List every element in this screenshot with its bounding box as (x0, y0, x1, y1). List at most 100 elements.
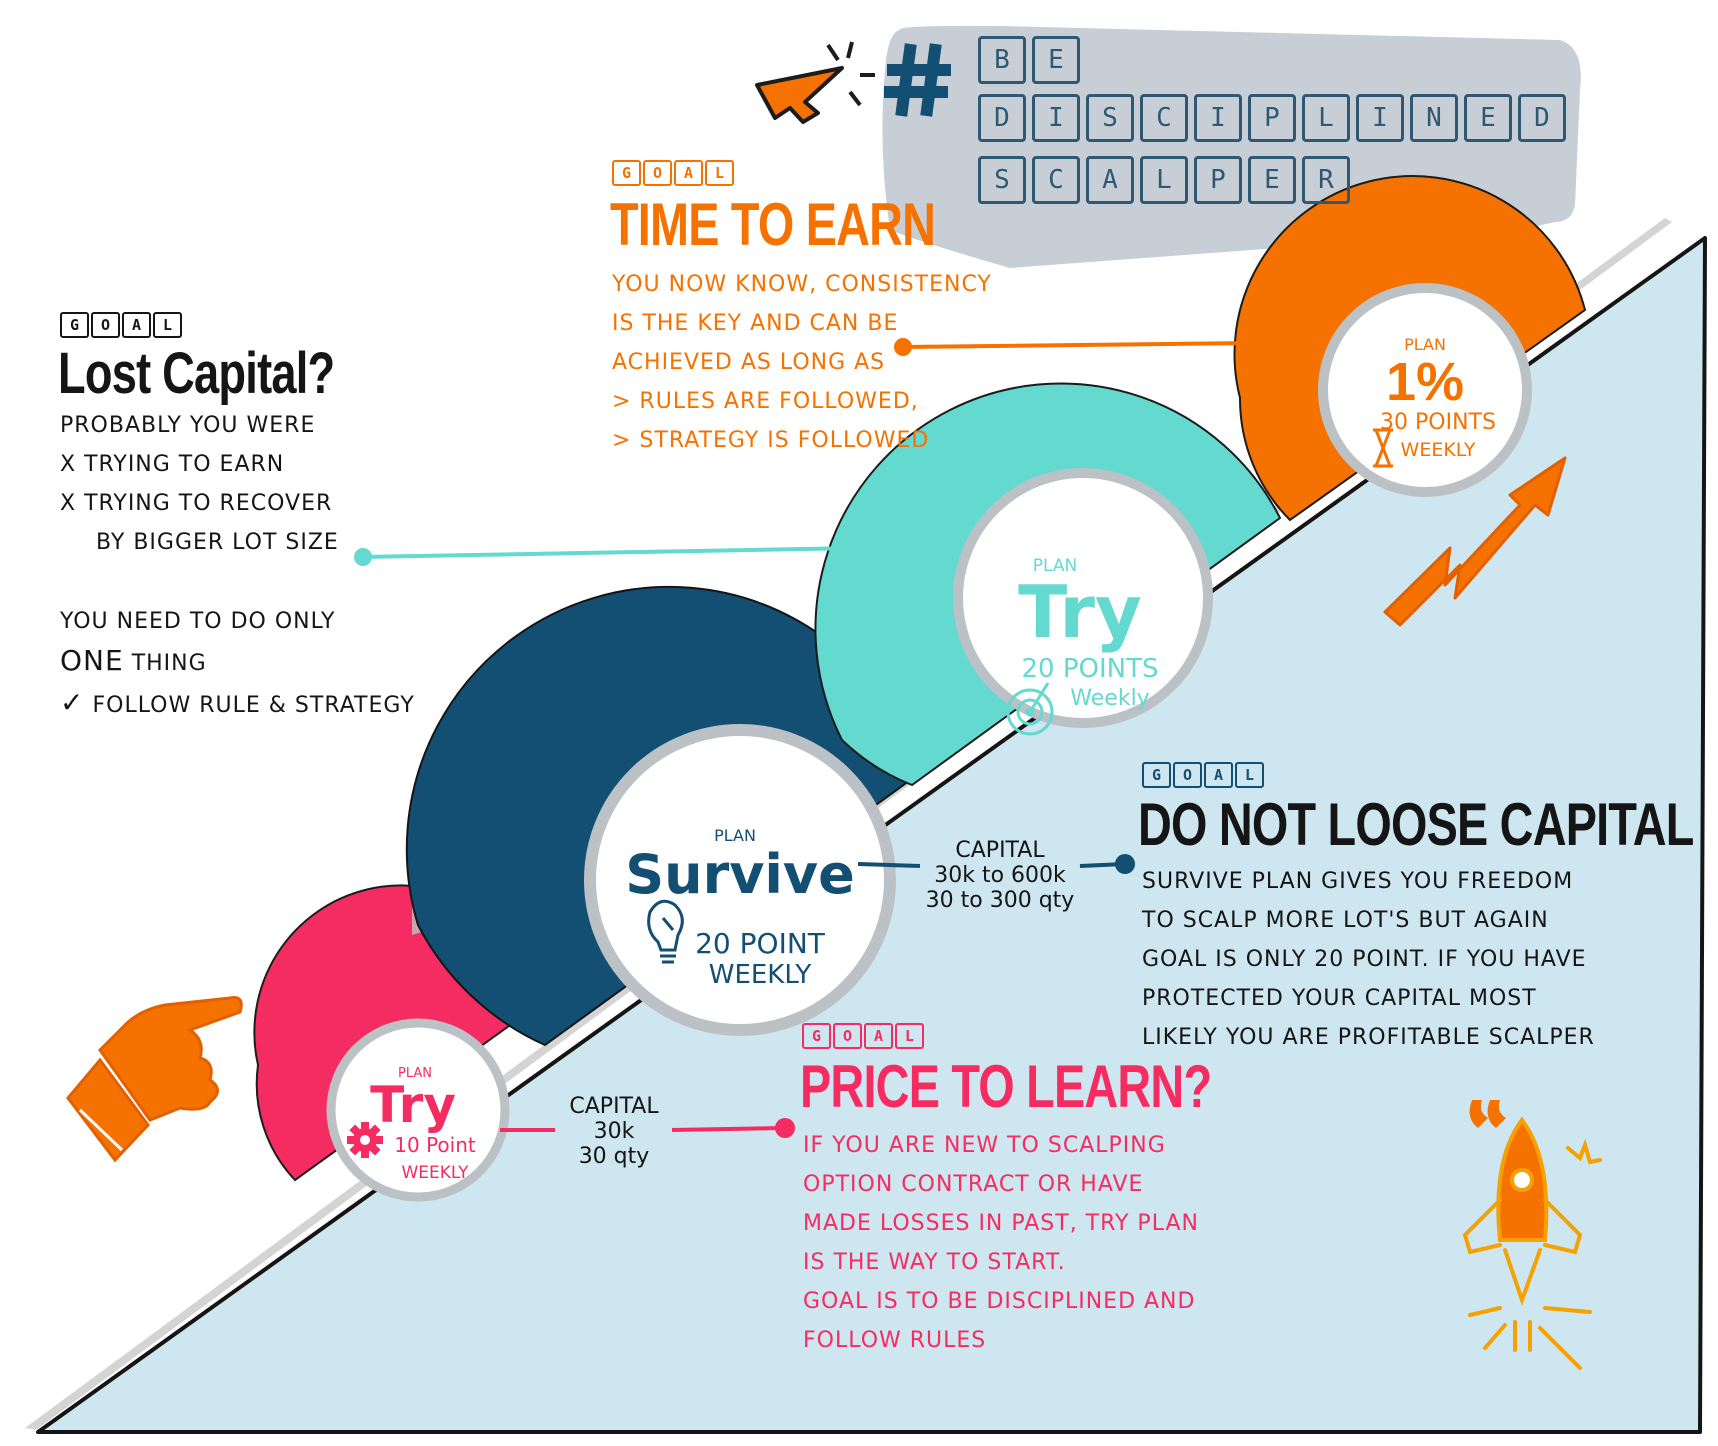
circle-try-mid (953, 468, 1213, 728)
body-line: MADE LOSSES IN PAST, TRY PLAN (803, 1211, 1199, 1236)
hash-icon (884, 43, 951, 117)
letter-box: N (1410, 94, 1458, 142)
plan-label: PLAN (714, 826, 756, 845)
body-line: FOLLOW RULES (803, 1328, 987, 1353)
plan-period: WEEKLY (1400, 439, 1476, 461)
letter-box: C (1032, 156, 1080, 204)
connector-dot (354, 548, 372, 566)
hourglass-icon (1373, 428, 1393, 468)
tag-letter: O (643, 160, 672, 186)
time-to-earn-title: TIME TO EARN (610, 191, 936, 258)
body-line: X TRYING TO EARN (60, 452, 285, 477)
letter-box: L (1302, 94, 1350, 142)
price-to-learn-body: IF YOU ARE NEW TO SCALPING OPTION CONTRA… (803, 1126, 1199, 1360)
letter-box: I (1194, 94, 1242, 142)
target-icon (1006, 682, 1054, 736)
header-word-scalper: S C A L P E R (978, 156, 1350, 204)
plan-name: Try (1018, 570, 1142, 654)
letter-box: P (1194, 156, 1242, 204)
connector-dot (775, 1118, 795, 1138)
pointing-hand-icon (66, 996, 243, 1163)
plan-period: Weekly (1070, 686, 1150, 711)
letter-box: S (978, 156, 1026, 204)
body-line: YOU NEED TO DO ONLY (60, 609, 336, 634)
letter-box: E (1464, 94, 1512, 142)
thing-word: THING (131, 651, 207, 676)
capital-label: CAPITAL (569, 1094, 659, 1119)
header-word-be: B E (978, 36, 1080, 84)
lost-capital-body: PROBABLY YOU WERE X TRYING TO EARN X TRY… (60, 406, 339, 562)
tag-letter: G (802, 1023, 831, 1049)
survive-capital-info: CAPITAL 30k to 600k 30 to 300 qty (905, 838, 1095, 913)
letter-box: I (1356, 94, 1404, 142)
capital-qty: 30 qty (578, 1144, 650, 1169)
tag-letter: O (1173, 762, 1202, 788)
body-line: ACHIEVED AS LONG AS (612, 350, 886, 375)
circle-one-percent (1318, 283, 1532, 497)
connector-try-right (671, 1126, 786, 1132)
plan-points: 10 Point (394, 1133, 476, 1157)
tag-letter: G (1142, 762, 1171, 788)
letter-box: B (978, 36, 1026, 84)
letter-box: I (1032, 94, 1080, 142)
body-line: PROTECTED YOUR CAPITAL MOST (1142, 986, 1537, 1011)
letter-box: E (1032, 36, 1080, 84)
connector-dot (894, 338, 912, 356)
letter-box: D (1518, 94, 1566, 142)
body-line: IS THE KEY AND CAN BE (612, 311, 899, 336)
body-line: GOAL IS ONLY 20 POINT. IF YOU HAVE (1142, 947, 1587, 972)
capital-amount: 30k (593, 1119, 635, 1144)
zigzag-arrow-icon (1383, 456, 1567, 627)
letter-box: L (1140, 156, 1188, 204)
plan-try-small: PLAN Try 10 Point WEEKLY (340, 1066, 500, 1183)
tag-letter: G (612, 160, 641, 186)
plan-label: PLAN (1404, 335, 1446, 354)
capital-amount: 30k to 600k (934, 863, 1066, 888)
tag-letter: O (91, 312, 120, 338)
letter-box: P (1248, 94, 1296, 142)
body-line: SURVIVE PLAN GIVES YOU FREEDOM (1142, 869, 1574, 894)
connector-time-to-earn (902, 341, 1253, 349)
quote-icon (1469, 1100, 1506, 1128)
body-line: YOU NOW KNOW, CONSISTENCY (612, 272, 992, 297)
tag-letter: G (60, 312, 89, 338)
body-line: IS THE WAY TO START. (803, 1250, 1066, 1275)
plan-name: 1% (1385, 352, 1465, 412)
tag-letter: L (1235, 762, 1264, 788)
letter-box: C (1140, 94, 1188, 142)
tag-letter: A (122, 312, 151, 338)
connector-lost-capital (362, 546, 861, 559)
body-line: LIKELY YOU ARE PROFITABLE SCALPER (1142, 1025, 1595, 1050)
goal-tag-price-to-learn: G O A L (802, 1023, 924, 1049)
letter-box: E (1248, 156, 1296, 204)
letter-box: A (1086, 156, 1134, 204)
header-word-disciplined: D I S C I P L I N E D (978, 94, 1566, 142)
body-line: ✓ FOLLOW RULE & STRATEGY (60, 683, 415, 725)
capital-qty: 30 to 300 qty (925, 888, 1075, 913)
tag-letter: L (153, 312, 182, 338)
tag-letter: A (1204, 762, 1233, 788)
connector-survive-left (857, 862, 921, 868)
follow-line: FOLLOW RULE & STRATEGY (92, 693, 415, 718)
plan-survive: PLAN Survive 20 POINT WEEKLY (590, 826, 890, 990)
letter-box: D (978, 94, 1026, 142)
connector-dot (1115, 854, 1135, 874)
check-icon: ✓ (60, 686, 85, 719)
plan-period: WEEKLY (708, 960, 812, 990)
body-line: TO SCALP MORE LOT'S BUT AGAIN (1142, 908, 1549, 933)
body-line: PROBABLY YOU WERE (60, 413, 316, 438)
plan-points: 20 POINTS (1021, 654, 1159, 684)
goal-tag-do-not-loose: G O A L (1142, 762, 1264, 788)
tag-letter: A (864, 1023, 893, 1049)
body-line: OPTION CONTRACT OR HAVE (803, 1172, 1144, 1197)
one-word: ONE (60, 644, 124, 677)
plan-label: PLAN (398, 1066, 432, 1081)
price-to-learn-title: PRICE TO LEARN? (800, 1053, 1212, 1120)
rocket-icon (1462, 1116, 1602, 1370)
letter-box: S (1086, 94, 1134, 142)
tag-letter: O (833, 1023, 862, 1049)
tag-letter: A (674, 160, 703, 186)
cursor-arrow-icon (755, 41, 875, 124)
plan-points: 30 POINTS (1380, 410, 1496, 435)
